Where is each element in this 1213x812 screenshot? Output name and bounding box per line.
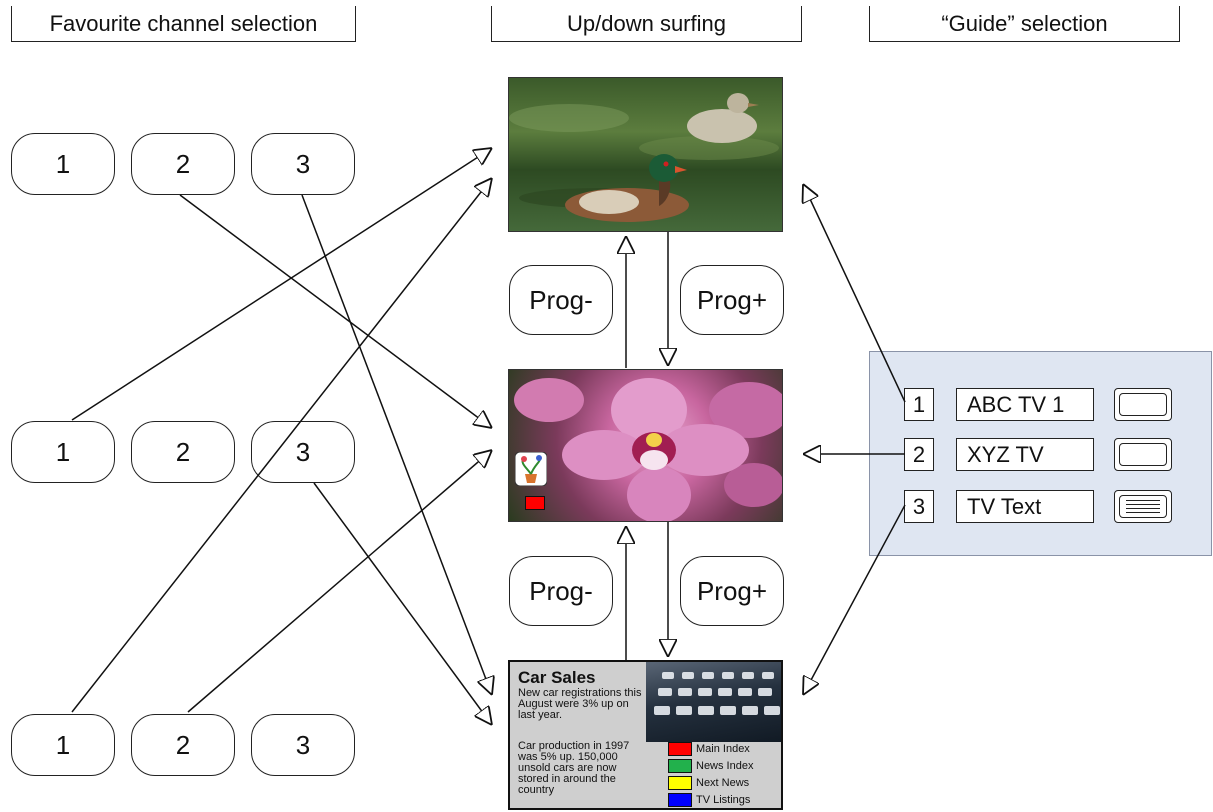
red-key-swatch: [668, 742, 692, 756]
ducks-photo: [509, 93, 779, 222]
favourite-key-row1-2[interactable]: 2: [131, 133, 235, 195]
prog-minus-button-upper[interactable]: Prog-: [509, 265, 613, 335]
news-index-link[interactable]: News Index: [668, 759, 753, 773]
tv-listings-link[interactable]: TV Listings: [668, 793, 750, 807]
news-index-label: News Index: [696, 760, 754, 772]
favourite-key-row2-3[interactable]: 3: [251, 421, 355, 483]
favourite-key-row2-2[interactable]: 2: [131, 421, 235, 483]
surfing-header: Up/down surfing: [491, 6, 802, 42]
favourite-key-row3-1[interactable]: 1: [11, 714, 115, 776]
yellow-key-swatch: [668, 776, 692, 790]
arrow-r1k2-to-orchid: [179, 194, 492, 428]
teletext-paragraph-2: Car production in 1997 was 5% up. 150,00…: [518, 740, 630, 796]
tv-icon: [1114, 438, 1172, 471]
favourite-key-row2-1[interactable]: 1: [11, 421, 115, 483]
favourite-key-row3-3[interactable]: 3: [251, 714, 355, 776]
guide-row-1-name[interactable]: ABC TV 1: [956, 388, 1094, 421]
next-news-label: Next News: [696, 777, 750, 789]
teletext-icon: [1114, 490, 1172, 523]
prog-plus-button-upper[interactable]: Prog+: [680, 265, 784, 335]
guide-row-3-number[interactable]: 3: [904, 490, 934, 523]
orchid-photo: [514, 378, 782, 521]
teletext-title: Car Sales: [518, 668, 596, 687]
car-park-photo: [646, 662, 781, 742]
favourite-key-row1-3[interactable]: 3: [251, 133, 355, 195]
teletext-screen: Car Sales New car registrations this Aug…: [508, 660, 783, 810]
prog-plus-button-lower[interactable]: Prog+: [680, 556, 784, 626]
guide-row-2-name[interactable]: XYZ TV: [956, 438, 1094, 471]
green-key-swatch: [668, 759, 692, 773]
guide-panel: 1 ABC TV 1 2 XYZ TV 3 TV Text: [869, 351, 1212, 556]
prog-minus-button-lower[interactable]: Prog-: [509, 556, 613, 626]
tv-listings-label: TV Listings: [696, 794, 751, 806]
blue-key-swatch: [668, 793, 692, 807]
orchid-channel-screen: [508, 369, 783, 522]
main-index-link[interactable]: Main Index: [668, 742, 750, 756]
favourite-key-row1-1[interactable]: 1: [11, 133, 115, 195]
arrow-r3k2-to-orchid: [187, 450, 492, 713]
duck-channel-screen: [508, 77, 783, 232]
main-index-label: Main Index: [696, 743, 750, 755]
guide-row-3-name[interactable]: TV Text: [956, 490, 1094, 523]
favourite-key-row3-2[interactable]: 2: [131, 714, 235, 776]
guide-row-1-number[interactable]: 1: [904, 388, 934, 421]
next-news-link[interactable]: Next News: [668, 776, 749, 790]
tv-icon: [1114, 388, 1172, 421]
arrow-r2k3-to-text: [313, 482, 492, 725]
teletext-paragraph-1: New car registrations this August were 3…: [518, 687, 642, 721]
red-key-indicator: [525, 496, 545, 510]
plant-pot-icon: [515, 452, 547, 486]
guide-selection-header: “Guide” selection: [869, 6, 1180, 42]
favourite-selection-header: Favourite channel selection: [11, 6, 356, 42]
guide-row-2-number[interactable]: 2: [904, 438, 934, 471]
